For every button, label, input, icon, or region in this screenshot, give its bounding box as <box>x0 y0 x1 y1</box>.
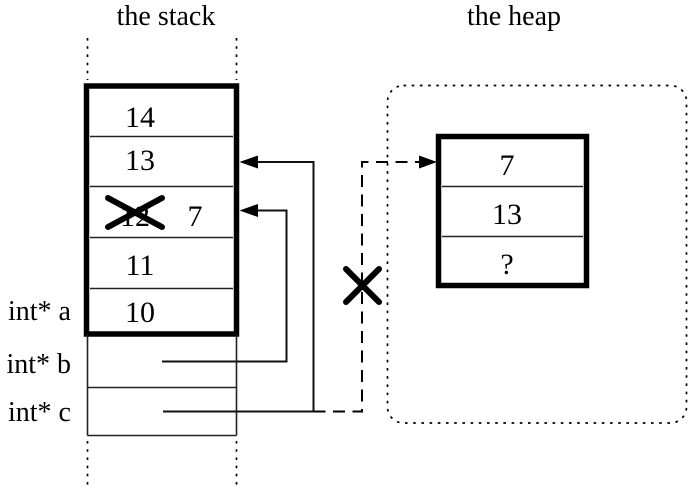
pointer-label-a: int* a <box>8 296 72 327</box>
stack-cell-new-value: 7 <box>188 200 203 233</box>
pointer-b-arrowhead-icon <box>239 204 258 217</box>
heap-title: the heap <box>467 1 561 32</box>
dangling-heap-pointer <box>313 155 437 413</box>
stack-cell-value: 13 <box>125 144 155 177</box>
stack-cell-value: 10 <box>125 296 155 329</box>
stack-title: the stack <box>117 1 216 32</box>
stack-frame <box>83 83 240 337</box>
heap-cell-value: 7 <box>500 149 515 182</box>
stack-pointer-cells <box>86 334 238 437</box>
pointer-c-arrowhead-icon <box>239 155 258 169</box>
pointer-label-c: int* c <box>8 397 71 428</box>
pointer-c-arrow <box>163 155 315 413</box>
crossout-x-icon <box>105 195 165 230</box>
heap-arrowhead-icon <box>419 155 437 169</box>
heap-cell-value: ? <box>500 248 513 281</box>
stack-cell-value: 14 <box>125 101 155 134</box>
heap-frame <box>435 133 590 289</box>
heap-cell-value: 13 <box>492 198 522 231</box>
broken-link-x-icon <box>343 266 382 305</box>
pointer-label-b: int* b <box>6 349 71 380</box>
stack-cell-value: 11 <box>126 249 155 282</box>
heap-region-outline <box>386 84 688 424</box>
pointer-b-arrow <box>162 204 288 363</box>
